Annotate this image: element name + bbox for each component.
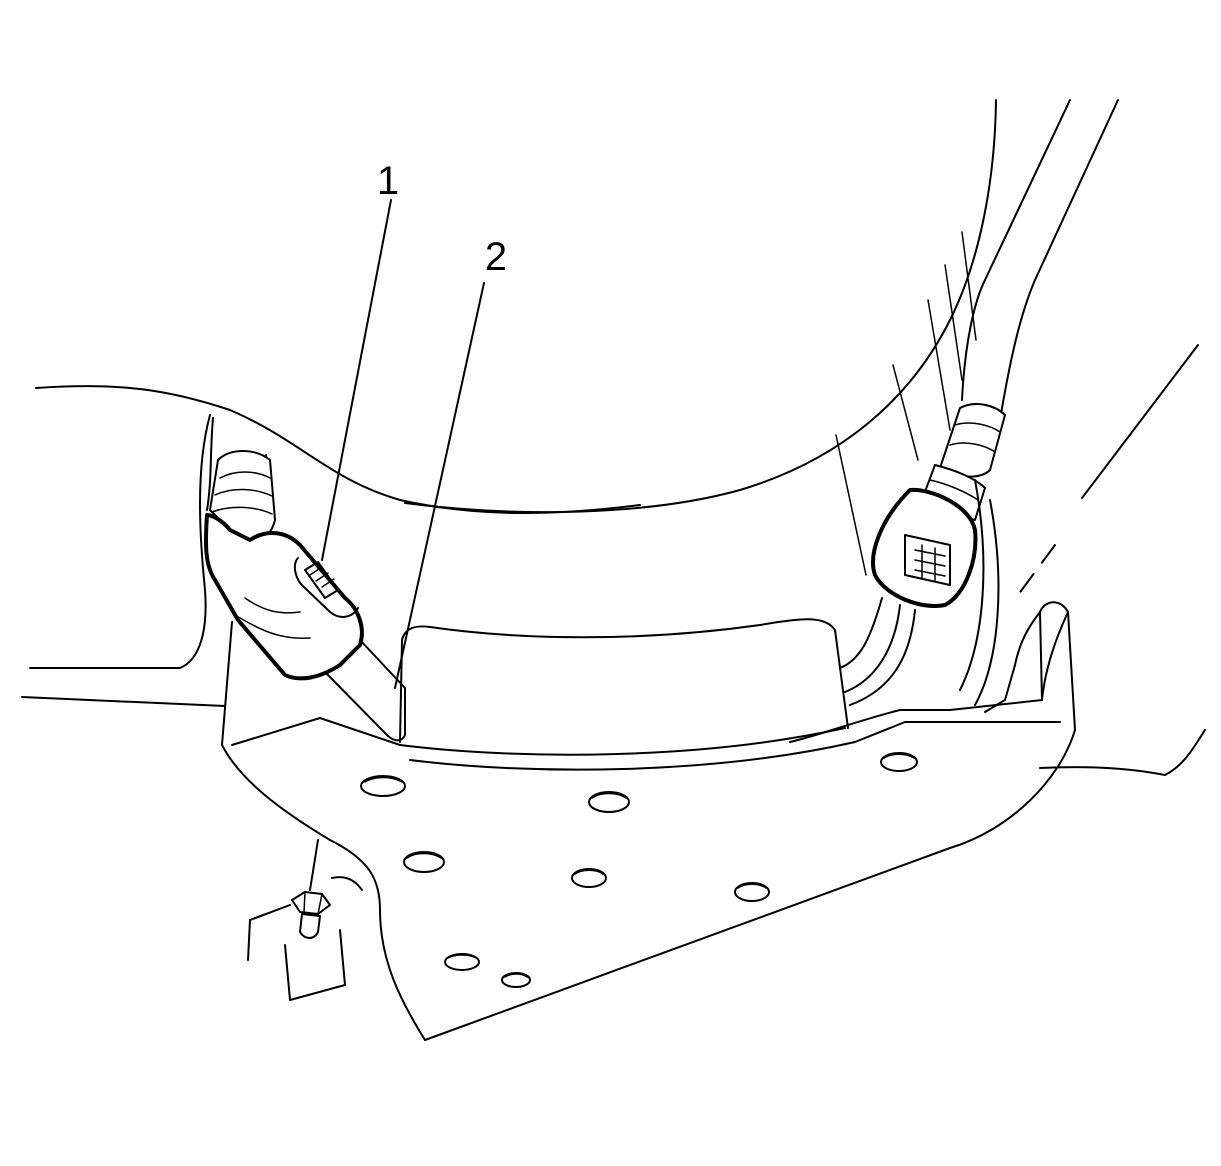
hole (360, 775, 406, 797)
hole (588, 791, 630, 813)
hole (403, 851, 445, 873)
right-harness (839, 479, 1000, 706)
hole (571, 868, 607, 888)
callout-2-label: 2 (485, 235, 507, 279)
skid-plate (221, 601, 1076, 1041)
left-connector (203, 513, 364, 681)
inner-cover (399, 618, 849, 743)
hole (444, 953, 480, 971)
curved-housing (404, 99, 997, 576)
hole (880, 752, 918, 772)
left-harness (206, 417, 276, 543)
right-connector (871, 487, 978, 608)
bolt-icon (291, 891, 331, 939)
lower-bracket (247, 839, 363, 1001)
plate-holes (360, 752, 918, 988)
callout-1-label: 1 (377, 159, 399, 203)
body-panel-right (1017, 344, 1206, 776)
hole (501, 972, 531, 988)
callout-leaders (321, 199, 485, 689)
body-panel-left (21, 385, 641, 707)
right-cable (919, 99, 1119, 521)
hole (734, 882, 770, 902)
